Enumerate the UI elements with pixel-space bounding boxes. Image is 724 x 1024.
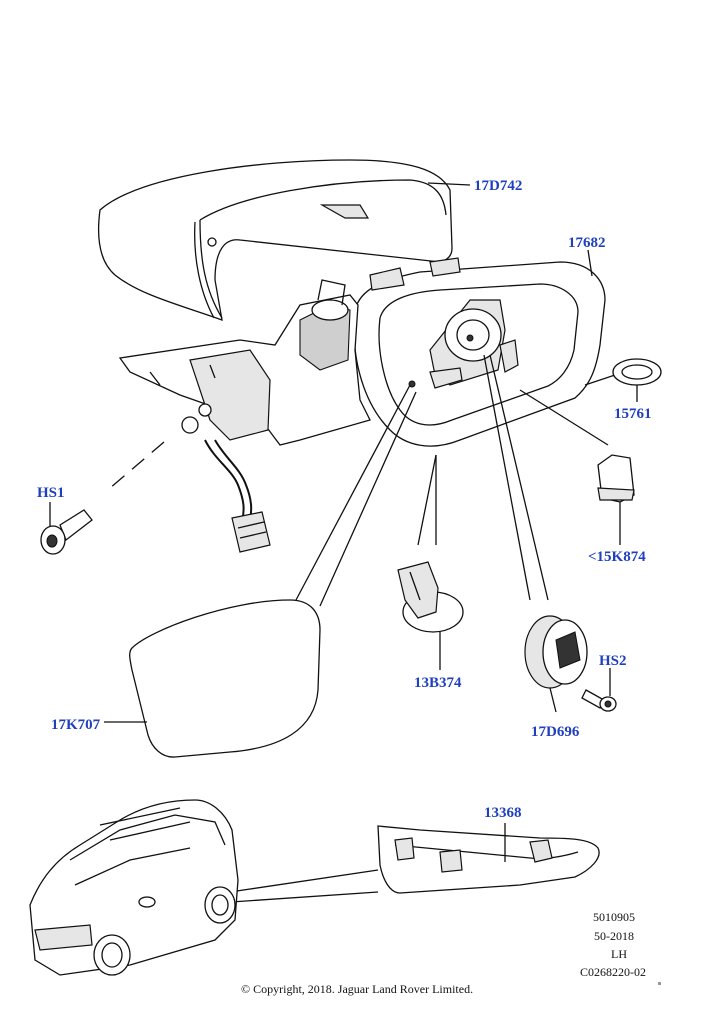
part-label-17k707: 17K707 bbox=[51, 717, 101, 733]
part-label-17682: 17682 bbox=[568, 235, 606, 251]
part-label-17d696: 17D696 bbox=[531, 724, 580, 740]
reference-block: 5010905 50-2018 LH C0268220-02 bbox=[580, 910, 646, 979]
copyright-notice: © Copyright, 2018. Jaguar Land Rover Lim… bbox=[241, 982, 473, 996]
screw-hs1 bbox=[40, 502, 93, 555]
mirror-housing bbox=[353, 261, 606, 447]
grommet-part bbox=[612, 358, 662, 402]
leader-lines bbox=[109, 182, 616, 908]
reference-line-1: 5010905 bbox=[593, 910, 635, 924]
part-label-15761: 15761 bbox=[614, 406, 652, 422]
mirror-motor-part bbox=[524, 615, 588, 713]
part-label-hs1: HS1 bbox=[37, 485, 65, 501]
part-label-hs2: HS2 bbox=[599, 653, 627, 669]
part-label-17d742: 17D742 bbox=[474, 178, 522, 194]
mirror-base-assembly bbox=[118, 257, 461, 446]
part-label-13368: 13368 bbox=[484, 805, 522, 821]
puddle-lamp-part bbox=[397, 561, 464, 670]
mirror-glass-part bbox=[104, 599, 321, 758]
side-repeater-part bbox=[377, 823, 600, 894]
part-label-15k874: <15K874 bbox=[588, 549, 646, 565]
screw-hs2 bbox=[581, 668, 617, 712]
part-label-13b374: 13B374 bbox=[414, 675, 462, 691]
clip-part bbox=[597, 454, 635, 545]
vehicle-outline bbox=[29, 799, 239, 976]
reference-line-4: C0268220-02 bbox=[580, 965, 646, 979]
reference-line-3: LH bbox=[611, 947, 627, 961]
reference-line-2: 50-2018 bbox=[594, 929, 634, 943]
mirror-cover-cap bbox=[97, 159, 453, 321]
wiring-harness bbox=[204, 439, 271, 553]
corner-mark bbox=[658, 982, 661, 985]
